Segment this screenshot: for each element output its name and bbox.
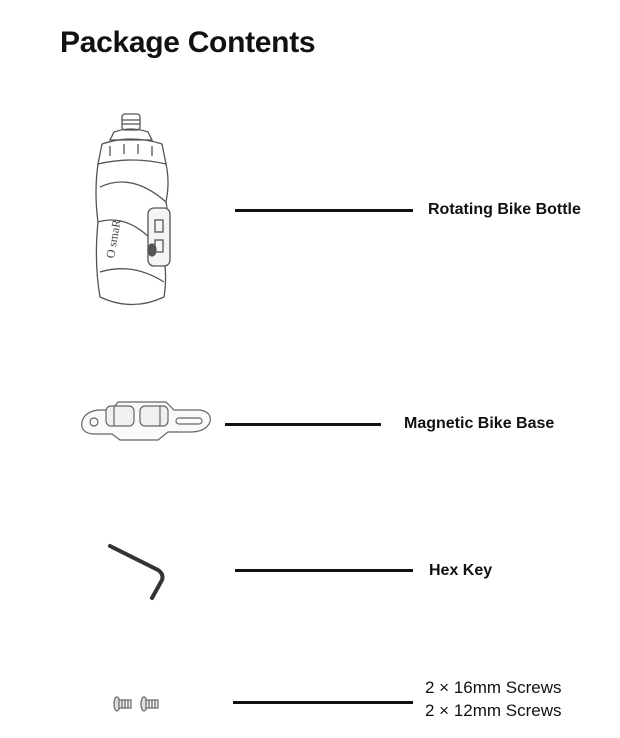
connector-line <box>235 209 413 212</box>
page-title: Package Contents <box>60 26 316 59</box>
screws-icon <box>113 696 159 712</box>
connector-line <box>235 569 413 572</box>
bottle-logo: O smaR <box>103 218 124 259</box>
connector-line <box>233 701 413 704</box>
magnetic-base-icon <box>81 401 211 441</box>
item-label-12mm: 2 × 12mm Screws <box>425 701 562 720</box>
item-label: Magnetic Bike Base <box>404 415 555 432</box>
bottle-icon: O smaR <box>95 113 171 306</box>
item-label-16mm: 2 × 16mm Screws <box>425 678 562 697</box>
hex-key-icon <box>108 544 165 600</box>
connector-line <box>225 423 381 426</box>
item-label: Rotating Bike Bottle <box>428 201 581 218</box>
item-label: Hex Key <box>429 562 493 579</box>
